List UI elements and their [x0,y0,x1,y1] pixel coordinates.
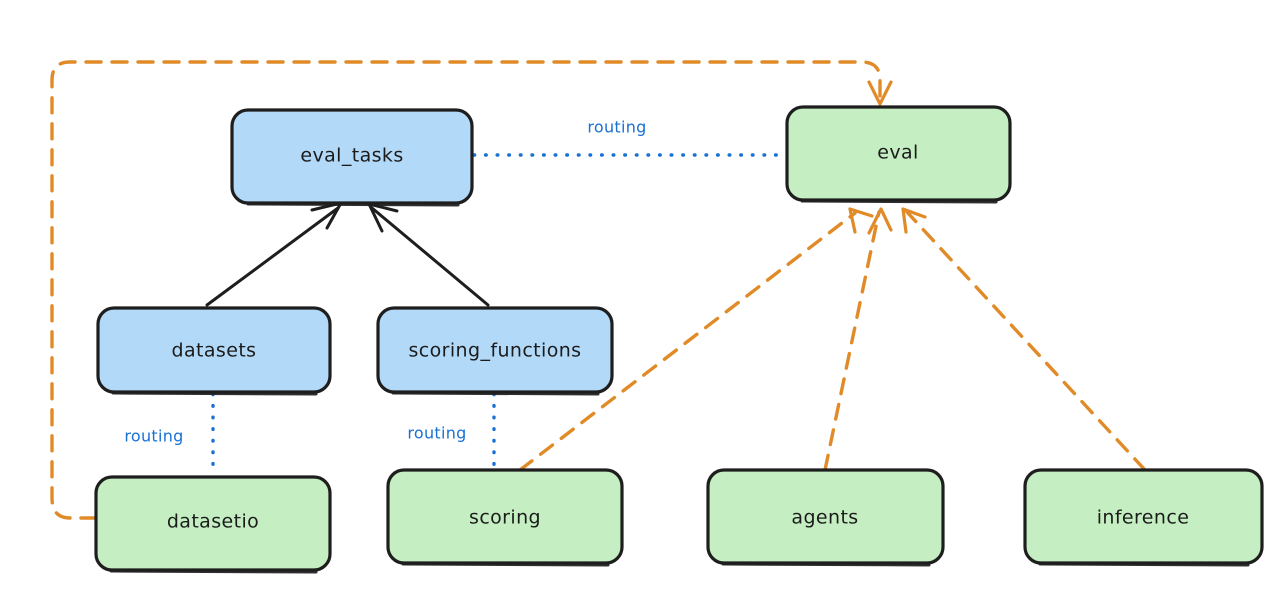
edge-scoring-to-eval [518,207,874,472]
node-agents-shadow [721,562,931,567]
node-agents-label: agents [791,507,858,529]
node-scoring[interactable]: scoring [386,468,624,567]
edge-scoring-functions-to-eval-tasks [367,202,490,307]
node-inference-label: inference [1097,507,1190,529]
node-datasets[interactable]: datasets [96,306,332,396]
node-datasetio-shadow [109,569,318,574]
node-eval-label: eval [877,142,918,164]
arrowhead-into-eval-top [867,80,893,106]
edge-label-routing-eval: routing [587,118,646,137]
node-eval[interactable]: eval [785,105,1012,204]
edge-datasetio-to-eval [50,60,893,520]
node-scoring-functions-label: scoring_functions [409,340,582,362]
node-eval-tasks[interactable]: eval_tasks [230,108,474,207]
edge-datasets-to-eval-tasks [205,201,343,307]
edge-label-routing-scoring: routing [407,424,466,443]
edge-label-routing-datasetio: routing [124,427,183,446]
node-eval-tasks-shadow [246,202,460,207]
node-datasets-shadow [111,391,318,396]
arrowhead-scoring-eval [848,207,874,234]
arrowhead-agents-eval [867,207,893,235]
node-datasets-label: datasets [172,340,257,362]
edge-agents-to-eval [823,207,893,472]
node-inference[interactable]: inference [1023,468,1264,567]
edge-inference-to-eval [901,207,1147,472]
node-datasetio[interactable]: datasetio [94,475,332,574]
node-scoring-functions-shadow [391,391,600,396]
node-datasetio-label: datasetio [167,511,259,533]
node-eval-shadow [800,199,998,204]
node-scoring-shadow [401,562,610,567]
node-agents[interactable]: agents [706,468,945,567]
node-scoring-functions[interactable]: scoring_functions [376,306,614,396]
node-scoring-label: scoring [469,507,541,529]
node-eval-tasks-label: eval_tasks [300,145,403,167]
node-inference-shadow [1038,562,1250,567]
arrowhead-inference-eval [901,207,927,234]
